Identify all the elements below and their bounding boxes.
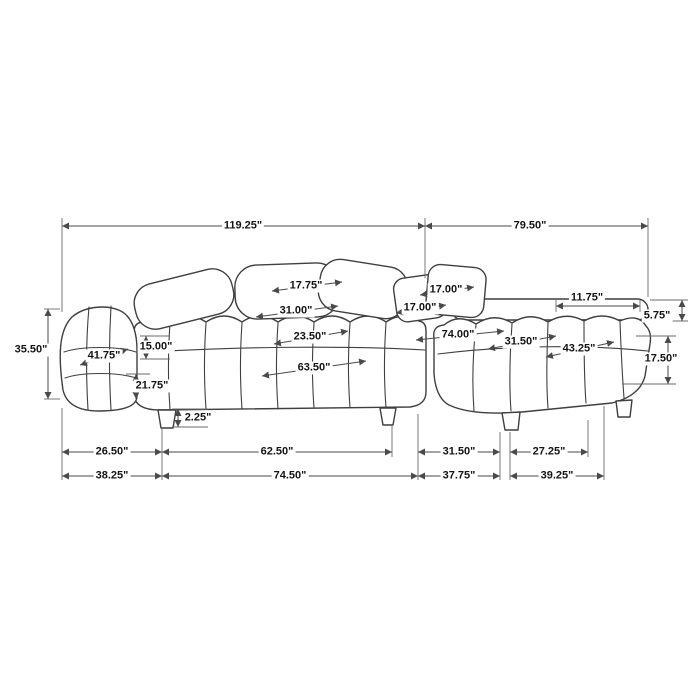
dim-119-25: 119.25" xyxy=(221,219,265,233)
dim-5-75: 5.75" xyxy=(641,309,673,323)
chaise-channel-line xyxy=(546,322,549,409)
sofa-leg-left xyxy=(157,409,177,429)
back-pillow-left xyxy=(133,268,235,330)
chaise-leg-left xyxy=(501,411,521,431)
dim-63-50: 63.50" xyxy=(295,361,333,375)
dim-38-25: 38.25" xyxy=(93,469,131,483)
dim-74-00: 74.00" xyxy=(439,328,477,342)
sofa-channel-line xyxy=(167,322,171,410)
sofa-leg-right xyxy=(379,407,397,426)
chaise-leg-right xyxy=(615,399,633,418)
dim-62-50: 62.50" xyxy=(258,445,296,459)
dim-74-50: 74.50" xyxy=(271,469,309,483)
dim-37-75: 37.75" xyxy=(440,469,478,483)
sofa-channel-line xyxy=(203,322,207,410)
sofa-channel-line xyxy=(383,322,387,409)
arm-roll-line xyxy=(64,373,137,379)
dim-15-00: 15.00" xyxy=(137,340,175,354)
dim-39-25: 39.25" xyxy=(538,469,576,483)
dim-21-75: 21.75" xyxy=(133,379,171,393)
dim-17-00-a: 17.00" xyxy=(427,283,465,297)
dim-41-75: 41.75" xyxy=(85,349,123,363)
sofa-channel-line xyxy=(239,322,243,410)
dim-43-25: 43.25" xyxy=(560,342,598,356)
dim-2-25: 2.25" xyxy=(182,411,214,425)
dim-79-50: 79.50" xyxy=(511,219,549,233)
dim-35-50: 35.50" xyxy=(12,343,50,357)
dim-31-50-b: 31.50" xyxy=(440,445,478,459)
dim-23-50: 23.50" xyxy=(291,330,329,344)
sofa-seat-body xyxy=(133,315,427,411)
dim-26-50: 26.50" xyxy=(93,445,131,459)
dim-17-50: 17.50" xyxy=(642,352,680,366)
dim-31-50-a: 31.50" xyxy=(502,335,540,349)
chaise-channel-line xyxy=(619,321,625,399)
dim-31-00: 31.00" xyxy=(277,304,315,318)
arm-roll-line xyxy=(63,347,137,353)
dim-27-25: 27.25" xyxy=(530,445,568,459)
chaise-channel-line xyxy=(583,321,587,404)
dim-17-00-b: 17.00" xyxy=(401,301,439,315)
dim-11-75: 11.75" xyxy=(568,291,606,305)
dim-17-75: 17.75" xyxy=(287,279,325,293)
chaise-channel-line xyxy=(509,323,513,412)
